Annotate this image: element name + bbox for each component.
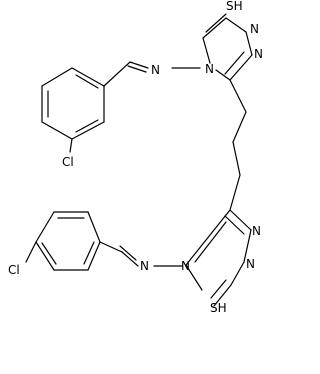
bottom-thiol-label: SH bbox=[210, 301, 227, 315]
top-ring-nitrogen-2: N bbox=[250, 22, 259, 36]
top-ring-nitrogen: N bbox=[205, 62, 214, 76]
top-triazole-ring bbox=[202, 13, 253, 81]
top-imine-nitrogen: N bbox=[151, 63, 160, 77]
bottom-chlorine: Cl bbox=[8, 263, 20, 277]
bottom-benzene-ring bbox=[25, 211, 101, 271]
bottom-ring-nitrogen: N bbox=[181, 259, 190, 273]
top-links bbox=[103, 61, 247, 211]
bottom-links bbox=[99, 241, 183, 267]
bottom-ring-nitrogen-3: N bbox=[246, 257, 255, 271]
chemical-structure: SH N N N N Cl SH N N N N Cl bbox=[8, 0, 263, 315]
top-ring-nitrogen-3: N bbox=[254, 47, 263, 61]
top-thiol-label: SH bbox=[226, 0, 243, 13]
top-benzene-ring bbox=[41, 67, 105, 153]
top-chlorine: Cl bbox=[62, 155, 74, 169]
structure-canvas: SH N N N N Cl SH N N N N Cl bbox=[8, 0, 263, 315]
bottom-triazole-ring bbox=[185, 209, 252, 307]
bottom-imine-nitrogen: N bbox=[140, 259, 149, 273]
bottom-ring-nitrogen-2: N bbox=[252, 224, 261, 238]
